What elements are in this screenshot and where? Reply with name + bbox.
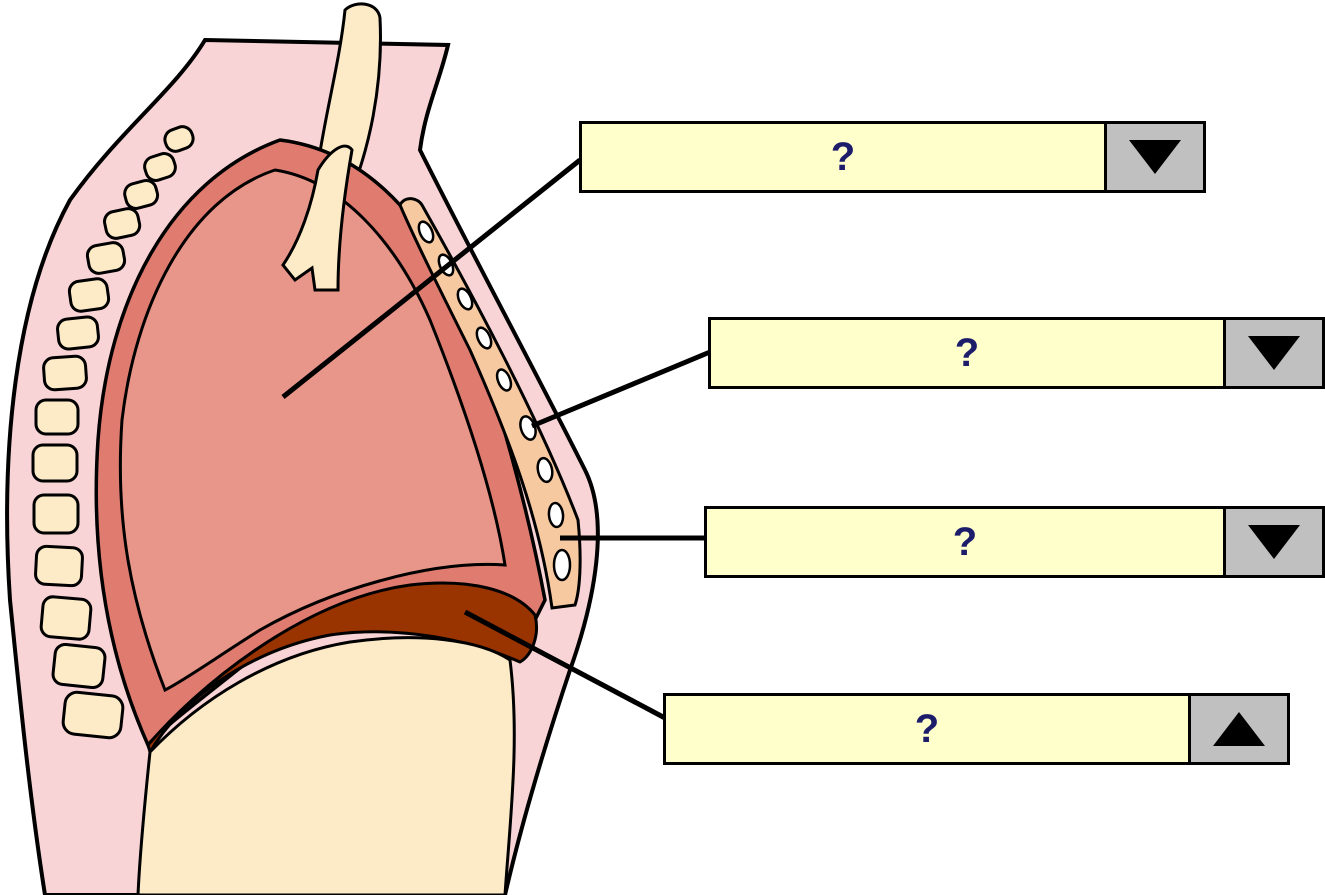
dropdown-toggle-button[interactable] [1104, 124, 1203, 190]
dropdown-value: ? [666, 696, 1188, 762]
dropdown-value: ? [582, 124, 1104, 190]
label-dropdown-3[interactable]: ? [704, 506, 1325, 578]
triangle-down-icon [1248, 336, 1300, 370]
label-dropdown-4[interactable]: ? [663, 693, 1290, 765]
dropdown-value: ? [707, 509, 1223, 575]
triangle-up-icon [1213, 712, 1265, 746]
triangle-down-icon [1248, 525, 1300, 559]
dropdown-value: ? [711, 320, 1223, 386]
label-dropdown-2[interactable]: ? [708, 317, 1325, 389]
dropdown-toggle-button[interactable] [1223, 509, 1322, 575]
triangle-down-icon [1129, 140, 1181, 174]
leader-line-rib [532, 352, 710, 426]
dropdown-toggle-button[interactable] [1223, 320, 1322, 386]
label-dropdown-1[interactable]: ? [579, 121, 1206, 193]
dropdown-toggle-button[interactable] [1188, 696, 1287, 762]
